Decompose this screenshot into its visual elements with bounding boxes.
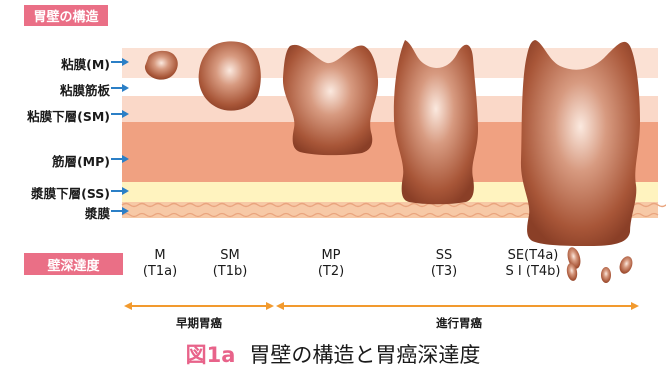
figure-caption: 図1a 胃壁の構造と胃癌深達度: [0, 339, 666, 369]
stage-mp-code: MP: [318, 248, 344, 264]
advanced-phase-arrow: [276, 302, 639, 310]
figure-caption-text: 胃壁の構造と胃癌深達度: [249, 343, 480, 367]
tumor-sm: [199, 41, 261, 110]
stage-ss-code: SS: [431, 248, 457, 264]
layer-label-muscularis-propria: 筋層(MP): [52, 151, 110, 170]
advanced-cancer-label: 進行胃癌: [436, 315, 482, 331]
stage-si-t: S I (T4b): [506, 264, 561, 280]
layer-label-submucosa: 粘膜下層(SM): [27, 106, 110, 125]
figure-number: 図1a: [186, 343, 236, 367]
stage-ss-t: (T3): [431, 264, 457, 280]
stage-mp-t: (T2): [318, 264, 344, 280]
stage-mp: MP (T2): [318, 248, 344, 280]
stage-se-code: SE(T4a): [506, 248, 561, 264]
layer-label-muscularis-mucosae: 粘膜筋板: [60, 80, 110, 99]
layer-label-subserosa: 漿膜下層(SS): [31, 183, 110, 202]
stage-m: M (T1a): [143, 248, 177, 280]
stage-sm-t: (T1b): [213, 264, 248, 280]
early-cancer-label: 早期胃癌: [176, 315, 222, 331]
tumor-se: [521, 40, 640, 246]
layer-label-mucosa: 粘膜(M): [61, 54, 110, 73]
stage-sm: SM (T1b): [213, 248, 248, 280]
depth-title: 壁深達度: [24, 253, 123, 275]
layer-label-serosa: 漿膜: [85, 203, 110, 222]
tumor-fragment: [617, 254, 634, 275]
early-phase-arrow: [124, 302, 274, 310]
stage-ss: SS (T3): [431, 248, 457, 280]
tumor-fragment: [601, 267, 611, 283]
stage-m-code: M: [143, 248, 177, 264]
stage-sm-code: SM: [213, 248, 248, 264]
stage-m-t: (T1a): [143, 264, 177, 280]
stage-se-si: SE(T4a) S I (T4b): [506, 248, 561, 280]
